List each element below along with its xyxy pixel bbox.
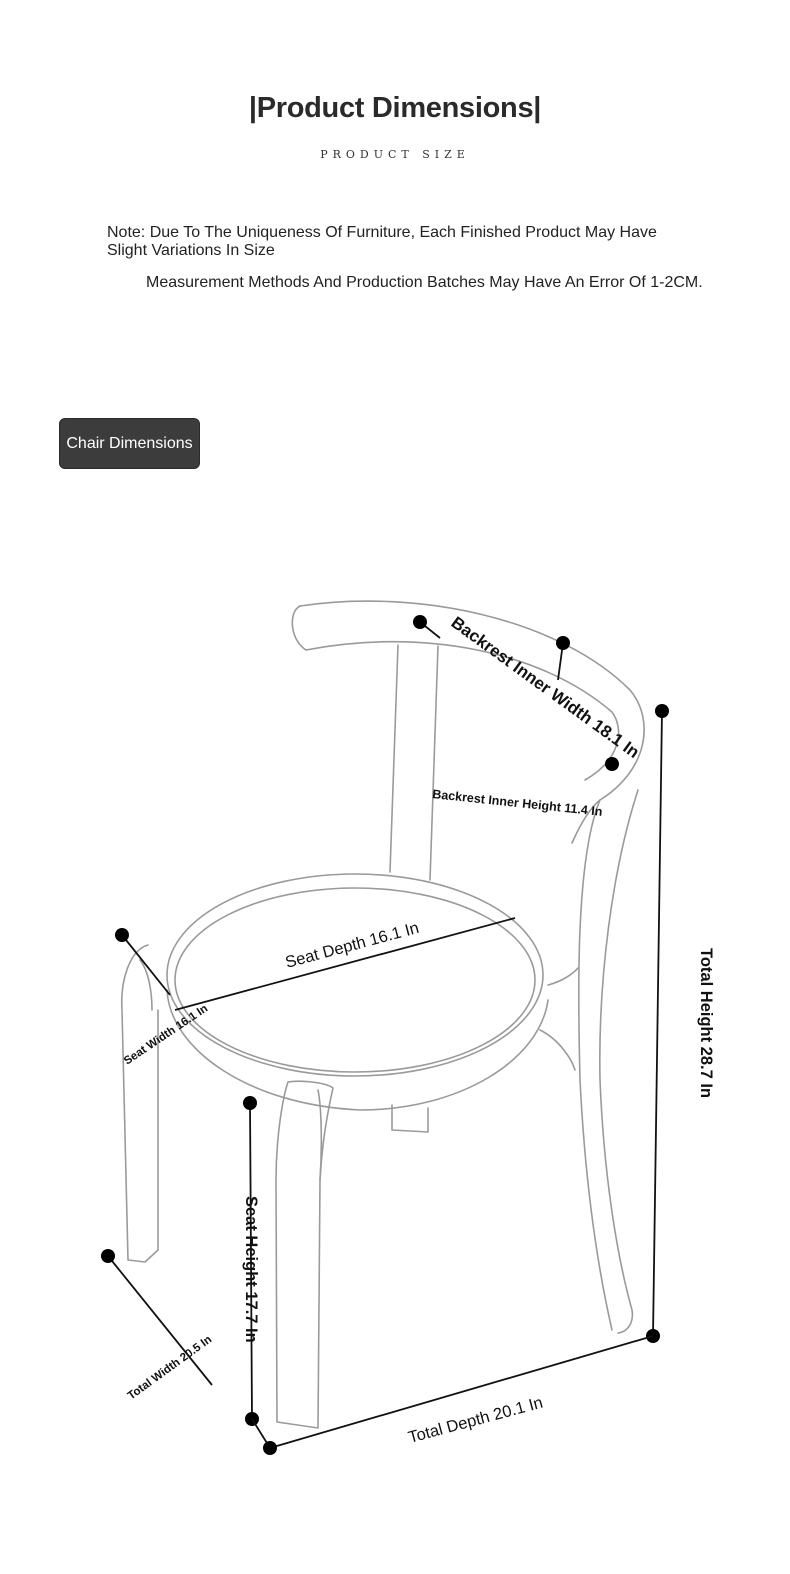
backrest-height-dot xyxy=(605,757,619,771)
total-width-label: Total Width 20.5 In xyxy=(126,1334,214,1403)
page-title: |Product Dimensions| xyxy=(248,92,542,124)
total-width-dot xyxy=(101,1249,115,1263)
measurement-error-note: Measurement Methods And Production Batch… xyxy=(146,274,703,291)
seat-width-dot xyxy=(115,928,129,942)
chair-dimensions-label: Chair Dimensions xyxy=(59,418,200,469)
seat-width-label: Seat Width 16.1 In xyxy=(122,1003,210,1068)
total-height-label: Total Height 28.7 In xyxy=(697,948,715,1098)
total-depth-dot xyxy=(263,1441,277,1455)
backrest-width-dot-right xyxy=(556,636,570,650)
dimension-labels: Backrest Inner Width 18.1 In Backrest In… xyxy=(122,613,715,1447)
seat-height-dot-top xyxy=(243,1096,257,1110)
chair-illustration xyxy=(120,600,645,1429)
seat-height-label: Seat Height 17.7 In xyxy=(242,1196,260,1343)
total-depth-line xyxy=(269,1335,654,1449)
total-height-line xyxy=(652,710,663,1337)
size-variation-note: Note: Due To The Uniqueness Of Furniture… xyxy=(107,224,657,259)
seat-depth-line xyxy=(174,917,516,1011)
seat-width-line xyxy=(121,934,171,996)
seat-depth-label: Seat Depth 16.1 In xyxy=(283,919,421,972)
backrest-inner-height-label: Backrest Inner Height 11.4 In xyxy=(432,787,603,819)
total-height-dot-top xyxy=(655,704,669,718)
backrest-width-dot-left xyxy=(413,615,427,629)
total-width-line xyxy=(107,1255,213,1386)
dimension-markers xyxy=(101,615,669,1455)
page-subtitle: PRODUCT SIZE xyxy=(320,148,470,161)
seat-height-line xyxy=(249,1102,253,1420)
